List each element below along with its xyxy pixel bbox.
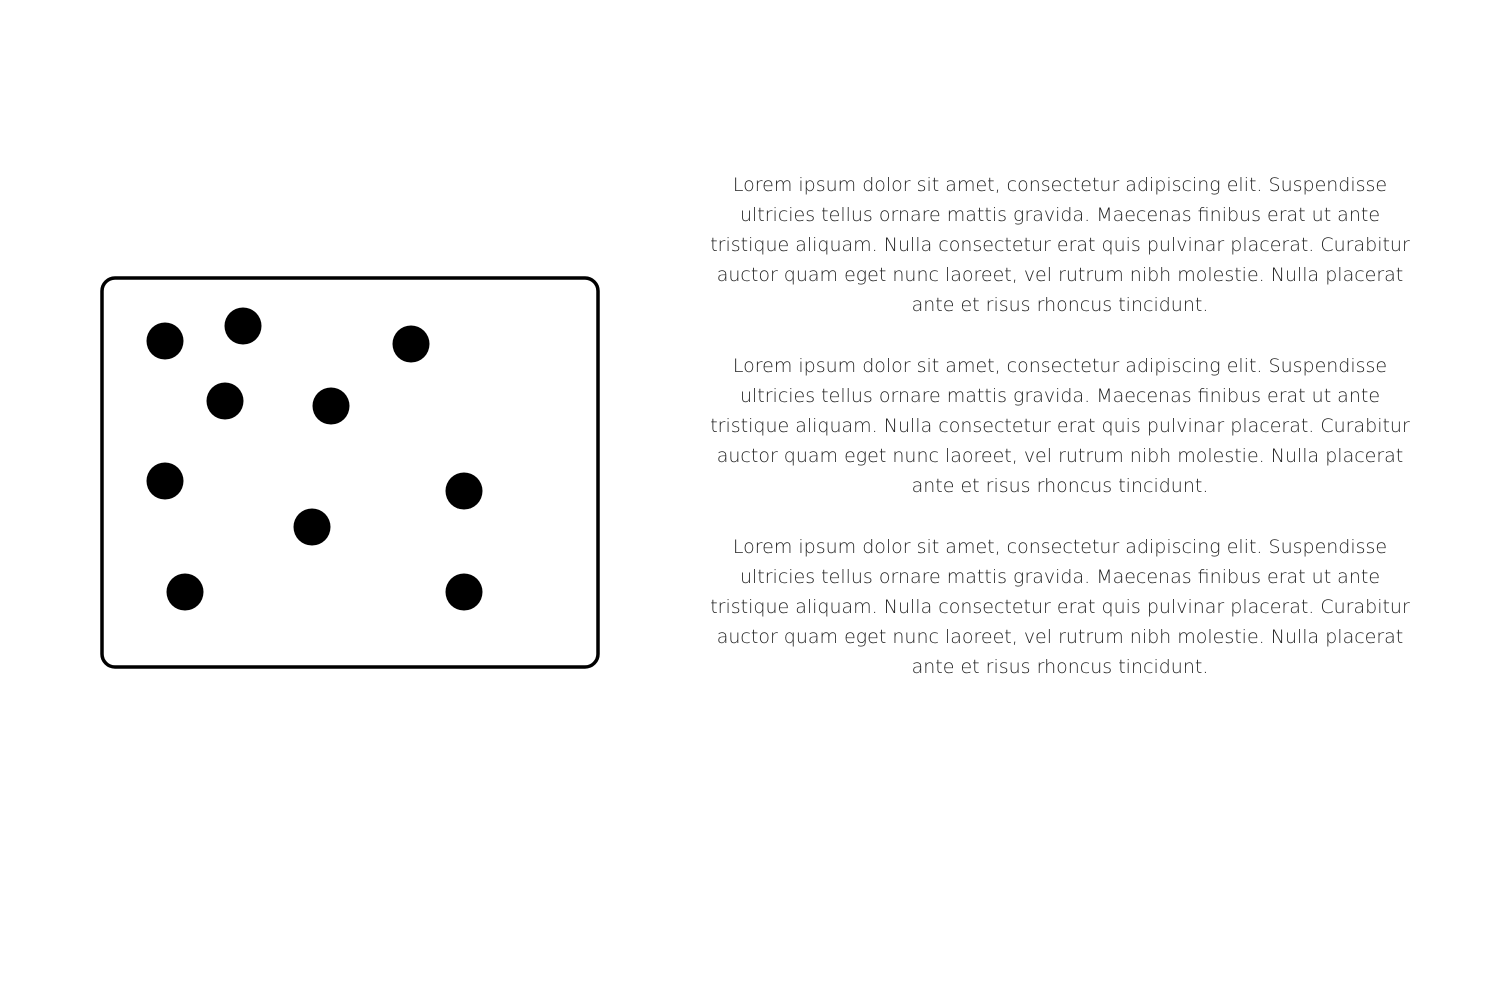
dot	[445, 472, 483, 510]
dot	[293, 508, 331, 546]
paragraph-3: Lorem ipsum dolor sit amet, consectetur …	[710, 536, 1410, 678]
dot-diagram-svg	[100, 276, 600, 669]
dot	[312, 387, 350, 425]
dot-diagram-box	[100, 276, 600, 669]
dot-diagram-frame	[100, 276, 600, 669]
dot	[146, 322, 184, 360]
dot	[146, 462, 184, 500]
paragraph-1: Lorem ipsum dolor sit amet, consectetur …	[710, 174, 1410, 316]
dot	[166, 573, 204, 611]
paragraph-2: Lorem ipsum dolor sit amet, consectetur …	[710, 355, 1410, 497]
text-column: Lorem ipsum dolor sit amet, consectetur …	[700, 170, 1420, 713]
dot	[224, 307, 262, 345]
dot	[392, 325, 430, 363]
dot	[445, 573, 483, 611]
dot	[206, 382, 244, 420]
